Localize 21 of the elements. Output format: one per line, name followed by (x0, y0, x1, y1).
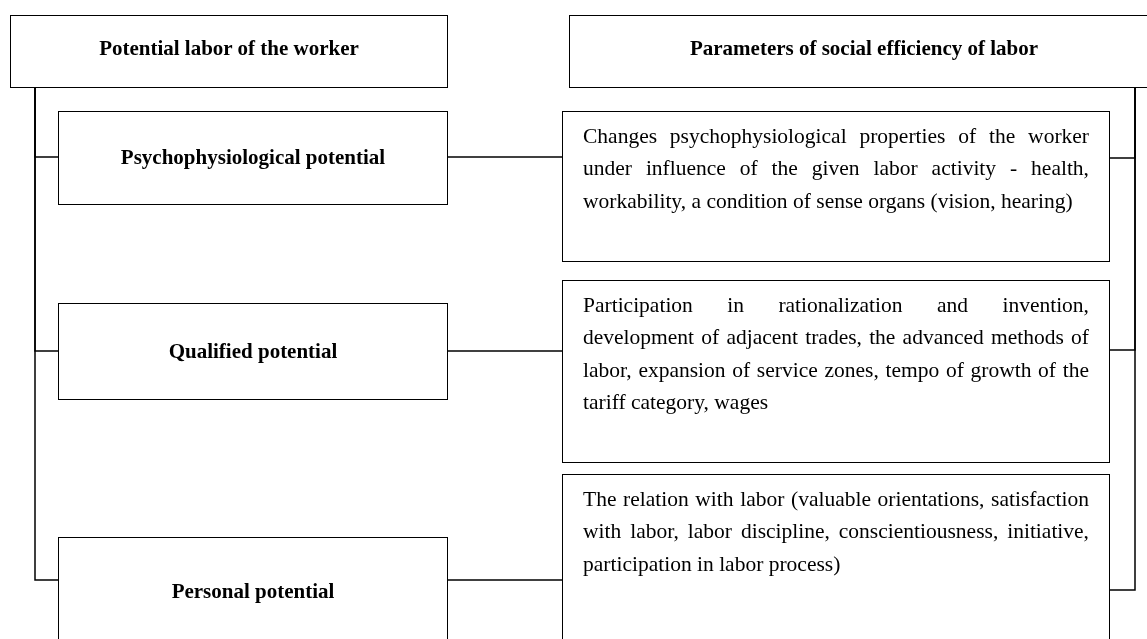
category-text: Qualified potential (168, 337, 338, 365)
description-text: The relation with labor (valuable orientations, satisfaction with labor, labor discipline, conscientiousness, initiative, participation in labor process) (583, 486, 1089, 578)
connector-line (34, 87, 59, 581)
header-box (10, 15, 448, 88)
description-box (562, 111, 1110, 262)
category-text: Psychophysiological potential (120, 144, 386, 172)
connector-line (1109, 87, 1136, 591)
connector-line (447, 579, 563, 581)
description-text: Participation in rationalization and invention, development of adjacent trades, the advanced methods of labor, expansion of service zones, tempo of growth of the tariff category, wages (583, 292, 1089, 416)
header-text: Potential labor of the worker (99, 35, 359, 62)
category-text: Personal potential (171, 578, 335, 606)
description-box (562, 280, 1110, 463)
category-box (58, 537, 448, 639)
category-box (58, 303, 448, 400)
category-box (58, 111, 448, 205)
description-text: Changes psychophysiological properties of the worker under influence of the given labor activity - health, workability, a condition of sense organs (vision, hearing) (583, 123, 1089, 215)
connector-line (447, 350, 563, 352)
header-text: Parameters of social efficiency of labor (689, 35, 1039, 62)
header-box (569, 15, 1147, 88)
connector-line (447, 156, 563, 158)
description-box (562, 474, 1110, 639)
